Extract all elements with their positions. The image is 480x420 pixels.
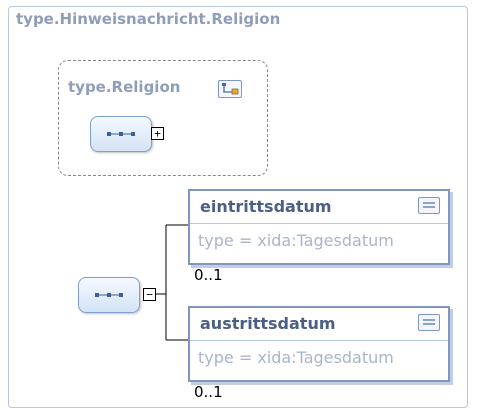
documentation-icon bbox=[418, 314, 440, 331]
element-name: austrittsdatum bbox=[200, 314, 336, 333]
collapse-button[interactable]: − bbox=[143, 288, 156, 301]
complex-type-icon bbox=[218, 80, 242, 98]
element-separator bbox=[190, 340, 448, 341]
element-separator bbox=[190, 223, 448, 224]
expand-button[interactable]: + bbox=[151, 127, 164, 140]
element-eintrittsdatum[interactable]: eintrittsdatum type = xida:Tagesdatum bbox=[188, 189, 450, 265]
element-type: type = xida:Tagesdatum bbox=[198, 231, 394, 250]
sequence-compositor[interactable] bbox=[78, 277, 140, 313]
base-type-title: type.Religion bbox=[68, 78, 181, 96]
documentation-icon-graphic bbox=[423, 319, 435, 325]
complex-type-title: type.Hinweisnachricht.Religion bbox=[16, 10, 281, 28]
documentation-icon bbox=[418, 197, 440, 214]
element-name: eintrittsdatum bbox=[200, 197, 332, 216]
documentation-icon-graphic bbox=[423, 202, 435, 208]
base-sequence-compositor[interactable] bbox=[90, 116, 152, 152]
complex-type-icon-graphic bbox=[222, 83, 239, 95]
element-austrittsdatum[interactable]: austrittsdatum type = xida:Tagesdatum bbox=[188, 306, 450, 382]
base-type-group bbox=[58, 60, 268, 176]
sequence-icon bbox=[95, 293, 123, 297]
occurrence-label: 0..1 bbox=[194, 266, 223, 284]
element-type: type = xida:Tagesdatum bbox=[198, 348, 394, 367]
sequence-icon bbox=[107, 132, 135, 136]
occurrence-label: 0..1 bbox=[194, 383, 223, 401]
